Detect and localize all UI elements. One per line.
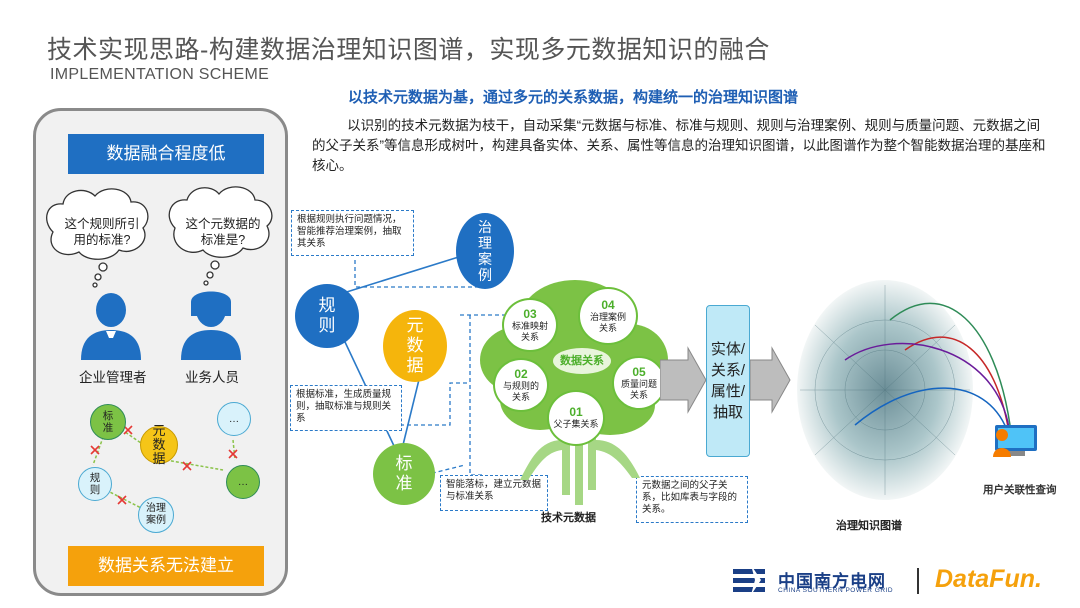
note-case-relation: 根据规则执行问题情况，智能推荐治理案例，抽取其关系 <box>291 210 414 256</box>
extract-box: 实体/关系/属性/抽取 <box>706 305 750 457</box>
tree-caption: 技术元数据 <box>541 509 596 525</box>
node-case-small: 治理案例 <box>138 497 174 533</box>
node-standard-small: 标准 <box>90 404 126 440</box>
csg-logo-english: CHINA SOUTHERN POWER GRID <box>778 587 893 594</box>
business-person-icon <box>181 292 241 361</box>
intro-paragraph: 以识别的技术元数据为枝干，自动采集“元数据与标准、标准与规则、规则与治理案例、规… <box>312 116 1052 176</box>
user-computer-icon <box>993 425 1037 457</box>
node-dots-2: … <box>226 465 260 499</box>
low-integration-label: 数据融合程度低 <box>68 134 264 174</box>
page-subtitle: IMPLEMENTATION SCHEME <box>50 66 269 84</box>
section-headline: 以技术元数据为基，通过多元的关系数据，构建统一的治理知识图谱 <box>348 86 798 107</box>
csg-logo-icon <box>733 565 773 595</box>
tree-center-label: 数据关系 <box>553 348 611 374</box>
datafun-logo: DataFun. <box>935 565 1042 594</box>
business-user-label: 业务人员 <box>185 366 239 386</box>
logo-divider <box>917 568 919 594</box>
node-standard: 标准 <box>373 443 435 505</box>
manager-label: 企业管理者 <box>79 366 147 386</box>
bubble-right-text: 这个元数据的标准是? <box>182 216 264 248</box>
graph-caption: 治理知识图谱 <box>836 517 902 533</box>
node-meta-small: 元数据 <box>140 426 178 464</box>
user-query-caption: 用户关联性查询 <box>983 482 1057 497</box>
node-metadata: 元数据 <box>383 310 447 382</box>
node-dots-1: … <box>217 402 251 436</box>
bubble-left-text: 这个规则所引用的标准? <box>61 216 143 248</box>
node-rule-small: 规则 <box>78 467 112 501</box>
node-rule: 规则 <box>295 284 359 348</box>
page-title: 技术实现思路-构建数据治理知识图谱，实现多元数据知识的融合 <box>47 30 770 66</box>
node-case: 治理案例 <box>456 213 514 289</box>
knowledge-graph <box>795 265 1045 515</box>
no-relation-label: 数据关系无法建立 <box>68 546 264 586</box>
manager-person-icon <box>81 293 141 360</box>
note-rule-relation: 根据标准，生成质量规则，抽取标准与规则关系 <box>290 385 402 431</box>
